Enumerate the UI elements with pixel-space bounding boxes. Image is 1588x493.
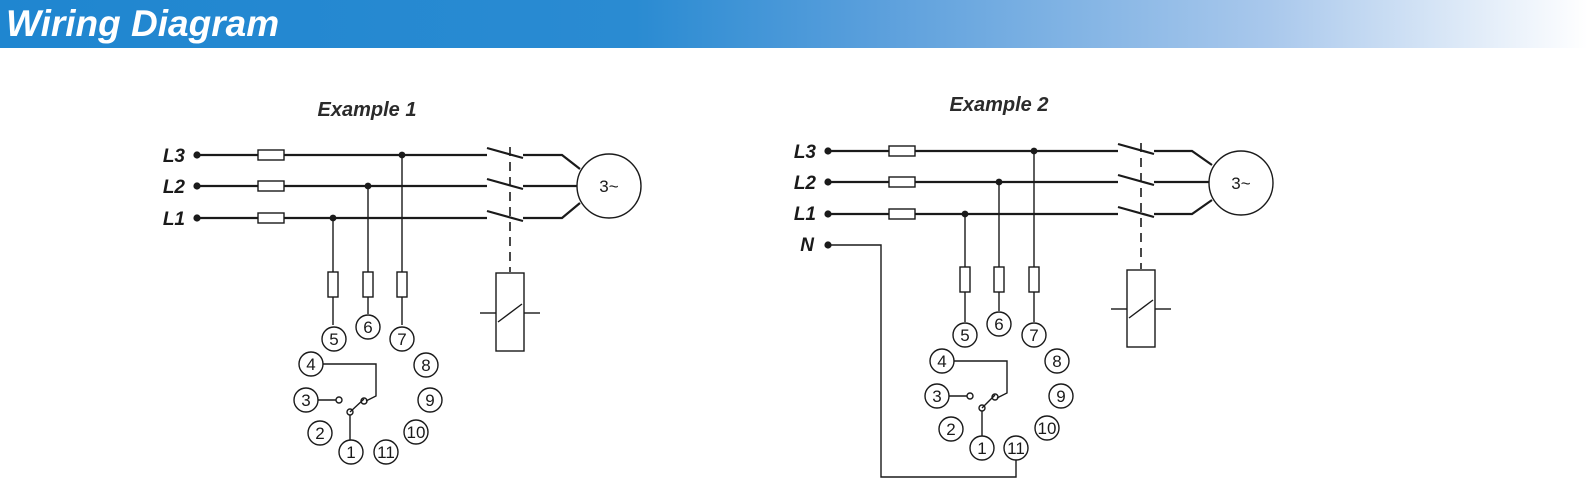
contact-l1	[486, 209, 524, 223]
fuse-terminal-6	[993, 266, 1005, 293]
coil-diagonal	[497, 303, 523, 323]
svg-text:4: 4	[937, 352, 946, 371]
terminal-2: 2	[938, 416, 964, 442]
coil-diagonal	[1128, 299, 1154, 319]
example-1: Example 1 L3 L2 L1 3~	[163, 99, 642, 465]
svg-text:6: 6	[363, 318, 372, 337]
line-label-l3: L3	[794, 142, 817, 163]
motor-symbol	[1208, 150, 1274, 216]
terminal-7: 7	[389, 326, 415, 352]
terminal-10: 10	[1034, 415, 1060, 441]
contact-wire-4	[323, 363, 377, 402]
fuse-terminal-6	[362, 271, 374, 298]
header-bar: Wiring Diagram	[0, 0, 1588, 48]
terminal-4: 4	[298, 351, 324, 377]
line-label-l1: L1	[163, 209, 185, 230]
terminal-5: 5	[321, 326, 347, 352]
terminal-1: 1	[969, 435, 995, 461]
svg-text:10: 10	[407, 423, 426, 442]
contact-l1	[1117, 205, 1155, 219]
fuse-terminal-7	[1028, 266, 1040, 293]
motor-label: 3~	[599, 177, 618, 196]
terminal-5: 5	[952, 322, 978, 348]
contact-l2	[1117, 173, 1155, 187]
terminal-3: 3	[293, 387, 319, 413]
svg-text:9: 9	[425, 391, 434, 410]
fuse-l2	[257, 180, 285, 192]
contact-l3	[486, 146, 524, 160]
svg-text:6: 6	[994, 315, 1003, 334]
fuse-l1	[888, 208, 916, 220]
line-label-l1: L1	[794, 204, 816, 225]
terminal-1: 1	[338, 439, 364, 465]
svg-text:10: 10	[1038, 419, 1057, 438]
fuse-terminal-5	[327, 271, 339, 298]
motor-lead-l3	[523, 153, 581, 170]
terminal-7: 7	[1021, 322, 1047, 348]
terminal-11: 11	[1003, 435, 1029, 461]
line-label-l2: L2	[794, 173, 817, 194]
svg-text:1: 1	[977, 439, 986, 458]
contact-point-3	[966, 392, 974, 400]
terminal-3: 3	[924, 383, 950, 409]
contactor-coil	[495, 272, 525, 352]
motor-lead-l3	[1154, 149, 1213, 166]
fuse-l3	[888, 145, 916, 157]
contact-l3	[1117, 142, 1155, 156]
fuse-terminal-7	[396, 271, 408, 298]
fuse-terminal-5	[959, 266, 971, 293]
contact-point-4	[991, 393, 999, 401]
svg-text:5: 5	[329, 330, 338, 349]
terminal-6: 6	[355, 314, 381, 340]
svg-text:11: 11	[377, 443, 395, 462]
line-label-l3: L3	[163, 146, 186, 167]
example-2-title: Example 2	[950, 94, 1049, 116]
terminal-11: 11	[373, 439, 399, 465]
example-2: Example 2 L3 L2 L1 N 3~	[794, 94, 1274, 478]
motor-symbol	[576, 153, 642, 219]
switch-blade	[349, 398, 365, 413]
motor-label: 3~	[1231, 174, 1250, 193]
contact-point-3	[335, 396, 343, 404]
terminal-10: 10	[403, 419, 429, 445]
svg-text:9: 9	[1056, 387, 1065, 406]
page-title: Wiring Diagram	[6, 3, 280, 44]
terminal-8: 8	[1044, 348, 1070, 374]
line-label-l2: L2	[163, 177, 186, 198]
svg-text:3: 3	[301, 391, 310, 410]
neutral-wire	[828, 244, 1017, 478]
fuse-l2	[888, 176, 916, 188]
contact-wire-4	[954, 360, 1008, 399]
terminal-9: 9	[1048, 383, 1074, 409]
svg-text:4: 4	[306, 355, 315, 374]
svg-text:3: 3	[932, 387, 941, 406]
svg-text:2: 2	[315, 424, 324, 443]
fuse-l1	[257, 212, 285, 224]
terminal-6: 6	[986, 311, 1012, 337]
svg-text:5: 5	[960, 326, 969, 345]
switch-blade	[981, 394, 996, 409]
svg-text:8: 8	[1052, 352, 1061, 371]
svg-text:2: 2	[946, 420, 955, 439]
example-1-title: Example 1	[318, 99, 417, 121]
svg-text:7: 7	[1029, 326, 1038, 345]
line-label-n: N	[800, 235, 815, 256]
terminal-8: 8	[413, 352, 439, 378]
svg-text:8: 8	[421, 356, 430, 375]
svg-text:7: 7	[397, 330, 406, 349]
svg-text:1: 1	[346, 443, 355, 462]
terminal-9: 9	[417, 387, 443, 413]
motor-lead-l1	[1154, 199, 1213, 216]
motor-lead-l1	[523, 202, 581, 220]
terminal-4: 4	[929, 348, 955, 374]
contact-l2	[486, 177, 524, 191]
svg-text:11: 11	[1007, 439, 1025, 458]
terminal-2: 2	[307, 420, 333, 446]
fuse-l3	[257, 149, 285, 161]
